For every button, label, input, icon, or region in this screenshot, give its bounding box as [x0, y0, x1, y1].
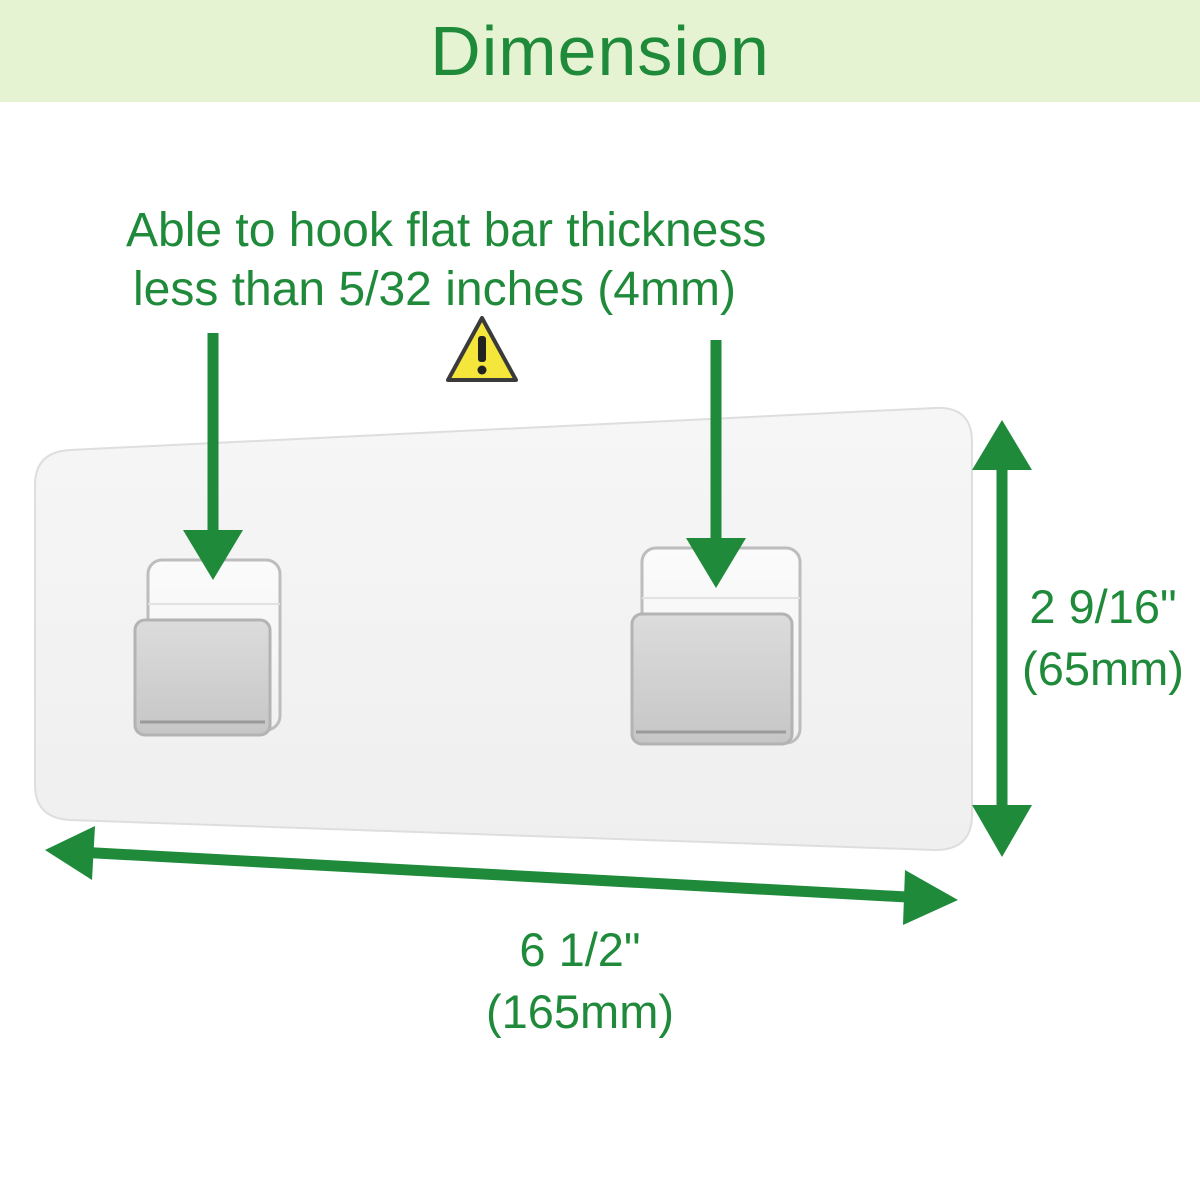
height-dimension-arrow — [972, 420, 1032, 857]
width-dimension-arrow — [45, 826, 958, 925]
width-metric-label: (165mm) — [485, 985, 675, 1038]
height-imperial-label: 2 9/16" — [1029, 580, 1177, 633]
hook-capacity-note-line-1: Able to hook flat bar thickness — [126, 204, 767, 257]
header-banner: Dimension — [0, 0, 1200, 102]
warning-triangle-icon — [446, 316, 518, 382]
left-hook — [133, 558, 282, 737]
left-pointer-arrow — [183, 333, 243, 580]
page-title: Dimension — [430, 12, 770, 90]
width-imperial-label: 6 1/2" — [519, 923, 641, 976]
right-pointer-arrow — [686, 340, 746, 588]
right-hook — [630, 546, 802, 746]
height-metric-label: (65mm) — [1022, 642, 1184, 695]
hook-capacity-note-line-2: less than 5/32 inches (4mm) — [133, 263, 736, 316]
